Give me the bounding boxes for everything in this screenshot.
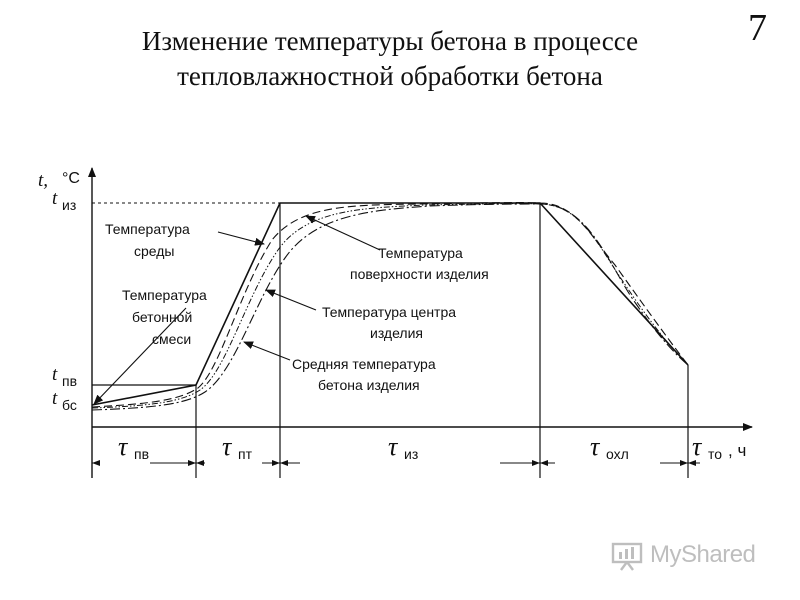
slide-title: Изменение температуры бетона в процессе … [40, 24, 740, 94]
slide-number: 7 [748, 7, 767, 49]
center-temperature-curve [91, 203, 689, 411]
t-iz-subscript: из [62, 197, 76, 213]
period-pv-symbol: τ [118, 432, 129, 461]
period-pt-subscript: пт [238, 446, 253, 462]
x-axis-unit: , ч [728, 441, 746, 460]
average-temperature-curve [91, 203, 689, 409]
environment-temperature-curve [91, 202, 689, 406]
t-iz-label: t [52, 188, 58, 209]
period-iz-symbol: τ [388, 432, 399, 461]
period-ohl-subscript: охл [606, 446, 629, 462]
annotation-arrows [93, 215, 381, 405]
t-pv-subscript: пв [62, 373, 77, 389]
title-line-2: тепловлажностной обработки бетона [177, 61, 603, 91]
period-pv-subscript: пв [134, 446, 149, 462]
y-axis-label-t: t, [38, 170, 48, 191]
title-line-1: Изменение температуры бетона в процессе [141, 26, 639, 56]
center-temp-line-2: изделия [370, 325, 423, 341]
surface-temp-line-2: поверхности изделия [350, 266, 489, 282]
t-bs-label: t [52, 388, 58, 409]
mix-temp-line-3: смеси [152, 331, 191, 347]
y-axis-label-unit: °С [62, 170, 80, 187]
env-temp-line-1: Температура [105, 221, 190, 237]
env-temp-line-2: среды [134, 243, 175, 259]
avg-temp-line-2: бетона изделия [318, 377, 420, 393]
period-to-symbol: τ [692, 432, 703, 461]
t-pv-label: t [52, 364, 58, 385]
t-bs-subscript: бс [62, 397, 77, 413]
presentation-board-icon [611, 542, 643, 571]
center-temp-line-1: Температура центра [322, 304, 456, 320]
avg-temp-line-1: Средняя температура [292, 356, 436, 372]
surface-temp-line-1: Температура [378, 245, 463, 261]
watermark: MyShared [610, 538, 756, 572]
surface-temperature-curve [91, 202, 689, 408]
mix-temp-line-2: бетонной [132, 309, 192, 325]
period-iz-subscript: из [404, 446, 418, 462]
period-pt-symbol: τ [222, 432, 233, 461]
watermark-text: MyShared [650, 541, 756, 568]
mix-temp-line-1: Температура [122, 287, 207, 303]
period-ohl-symbol: τ [590, 432, 601, 461]
period-to-subscript: то [708, 446, 722, 462]
